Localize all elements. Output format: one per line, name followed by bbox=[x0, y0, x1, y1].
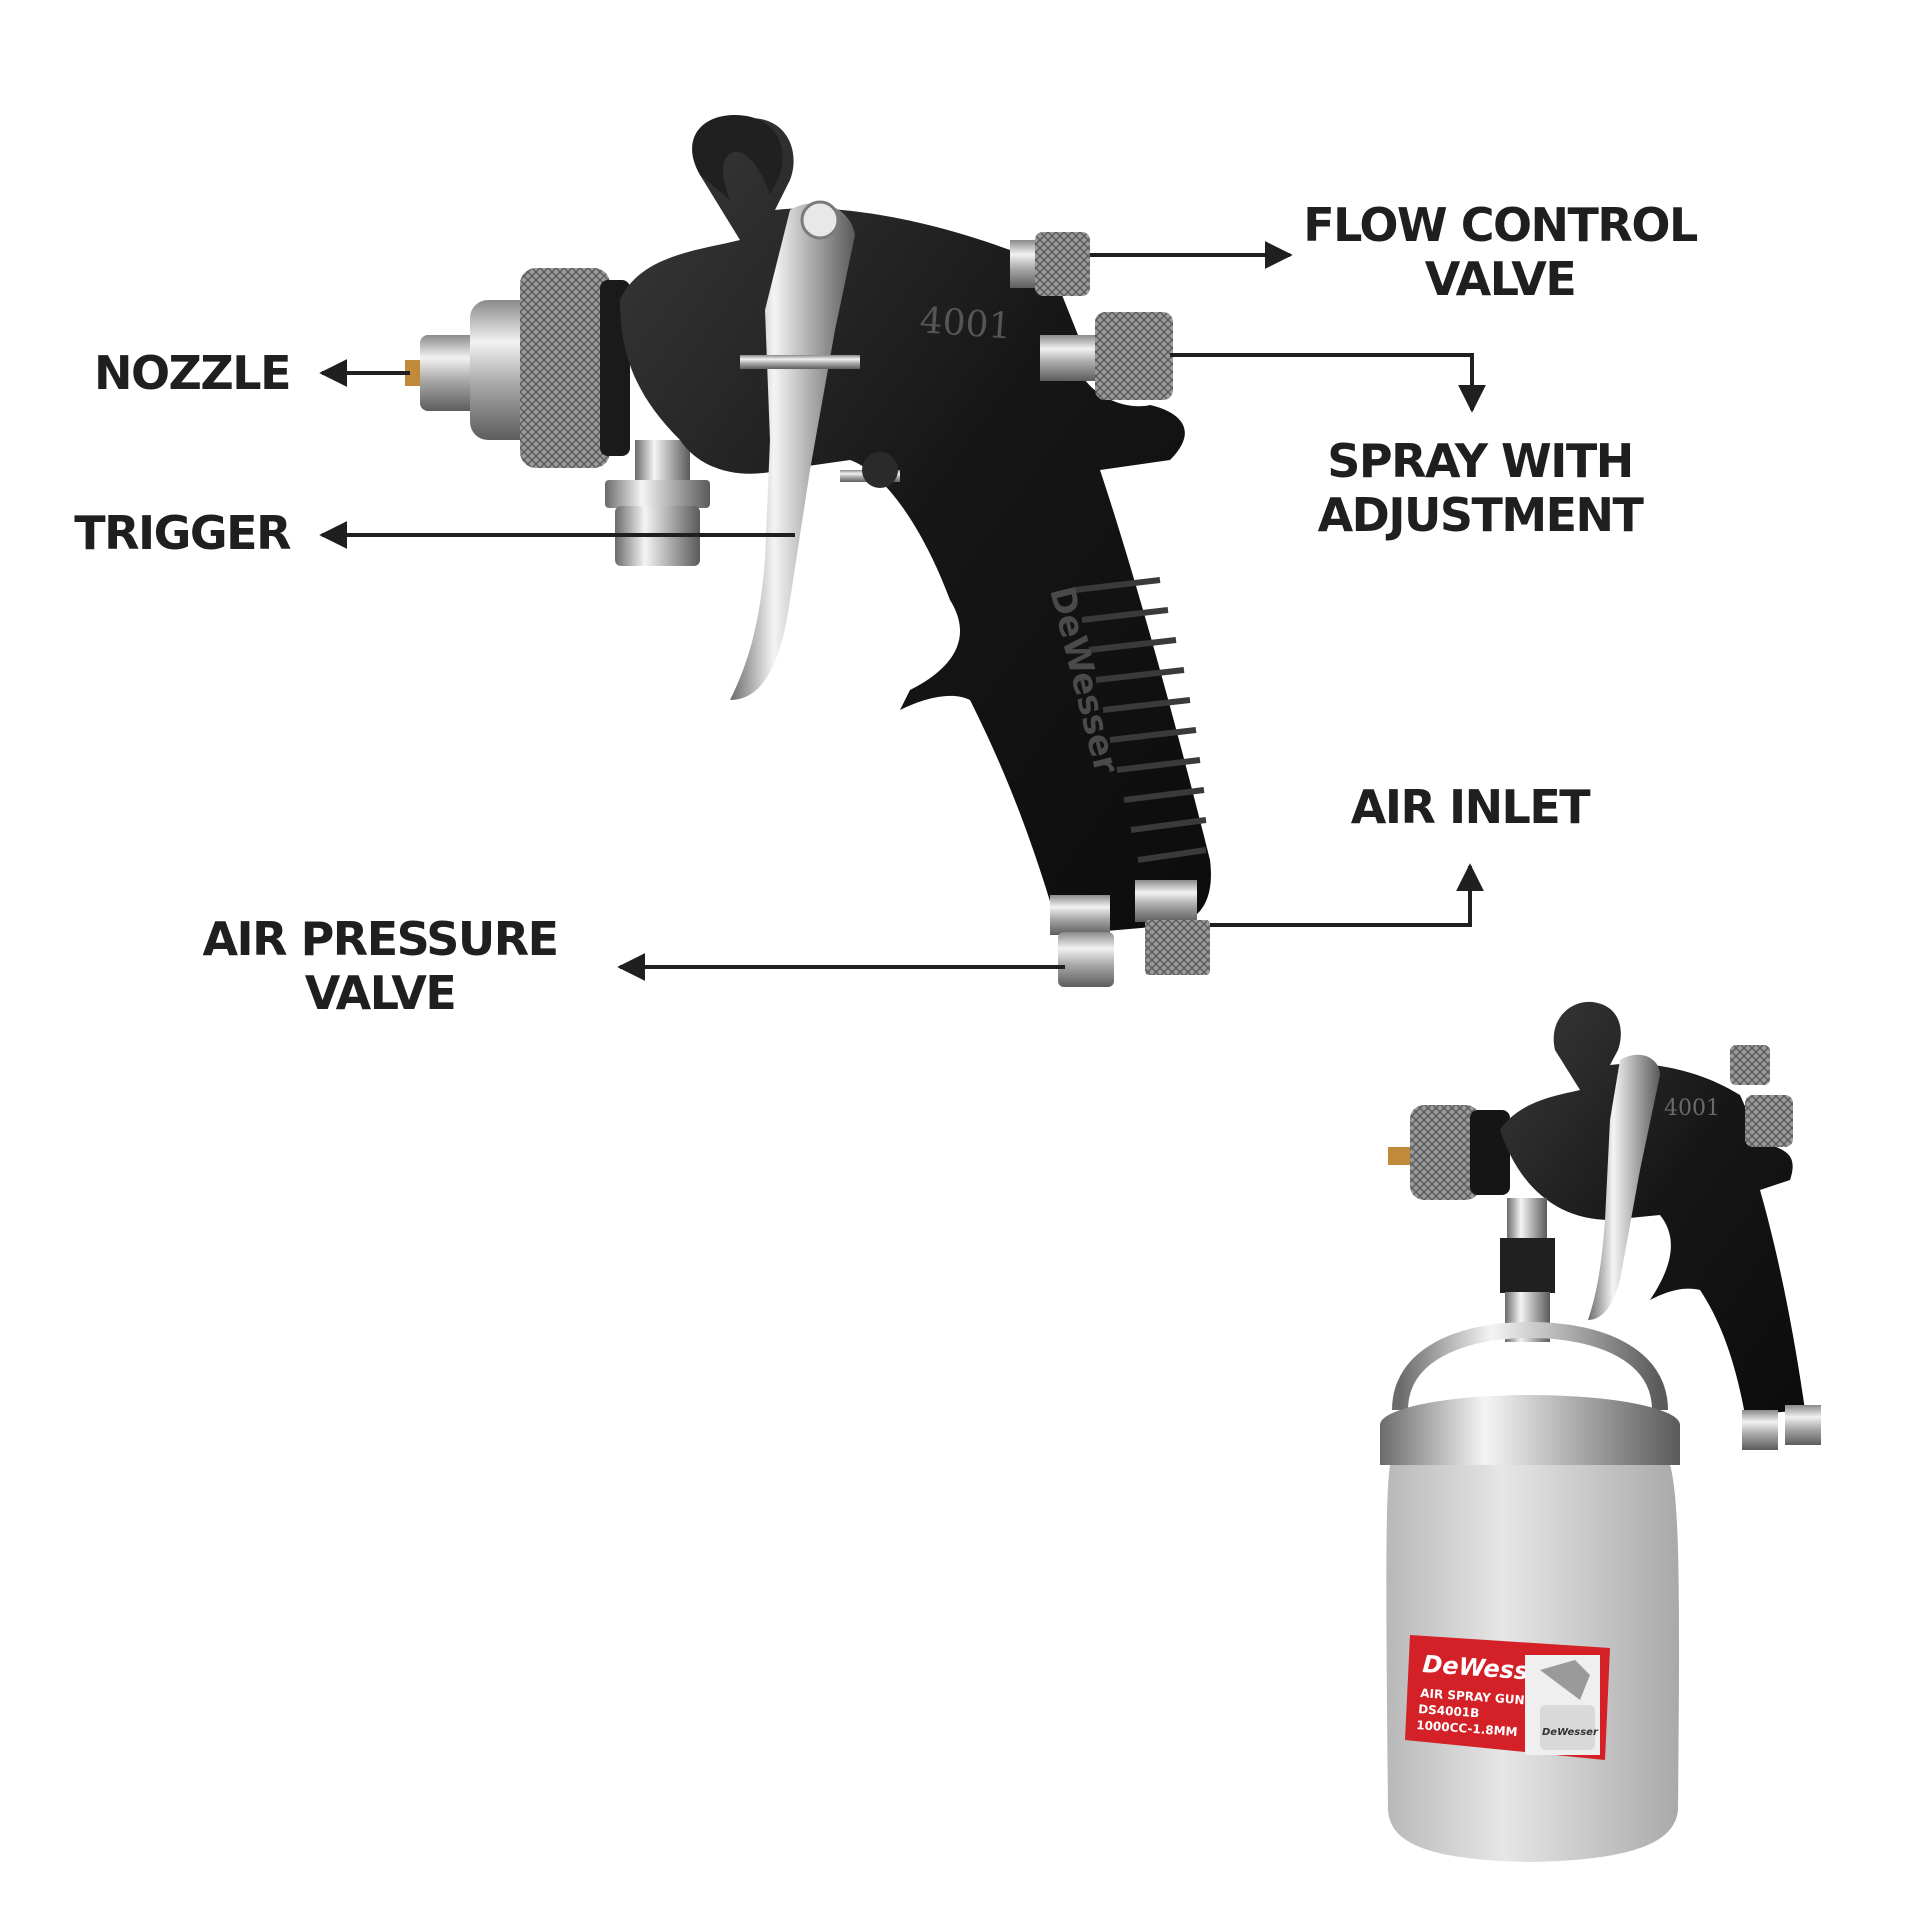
gun-body bbox=[620, 118, 1211, 935]
spray-width-knob bbox=[1095, 312, 1173, 400]
label-flow-control-valve: FLOW CONTROL VALVE bbox=[1303, 198, 1698, 306]
retaining-ring bbox=[520, 268, 610, 468]
cup-label-line-2: DS4001B bbox=[1418, 1702, 1480, 1720]
mini-model-number: 4001 bbox=[1664, 1096, 1720, 1121]
label-trigger: TRIGGER bbox=[74, 506, 291, 560]
grip-ribs bbox=[1074, 577, 1207, 863]
label-air-pressure-valve: AIR PRESSURE VALVE bbox=[202, 912, 559, 1020]
trigger bbox=[730, 203, 855, 701]
cup-label-mini-brand: DeWesser bbox=[1542, 1727, 1599, 1738]
flow-control-knob bbox=[1035, 232, 1090, 296]
label-nozzle: NOZZLE bbox=[93, 346, 292, 400]
label-air-inlet: AIR INLET bbox=[1350, 780, 1591, 834]
spray-gun-with-cup: 4001 DeWesser AIR SPRAY GUN DS4001B 1000… bbox=[1380, 1001, 1821, 1862]
callout-arrows bbox=[319, 241, 1486, 981]
main-spray-gun: DeWesser 4001 bbox=[405, 115, 1211, 987]
air-pressure-valve bbox=[1058, 932, 1114, 987]
air-inlet-fitting bbox=[1145, 920, 1210, 975]
model-number-text: 4001 bbox=[918, 300, 1012, 347]
arrow-spray-width bbox=[1170, 353, 1486, 413]
arrow-air-inlet bbox=[1210, 863, 1484, 927]
label-spray-width-adjustment: SPRAY WITH ADJUSTMENT bbox=[1317, 434, 1644, 542]
